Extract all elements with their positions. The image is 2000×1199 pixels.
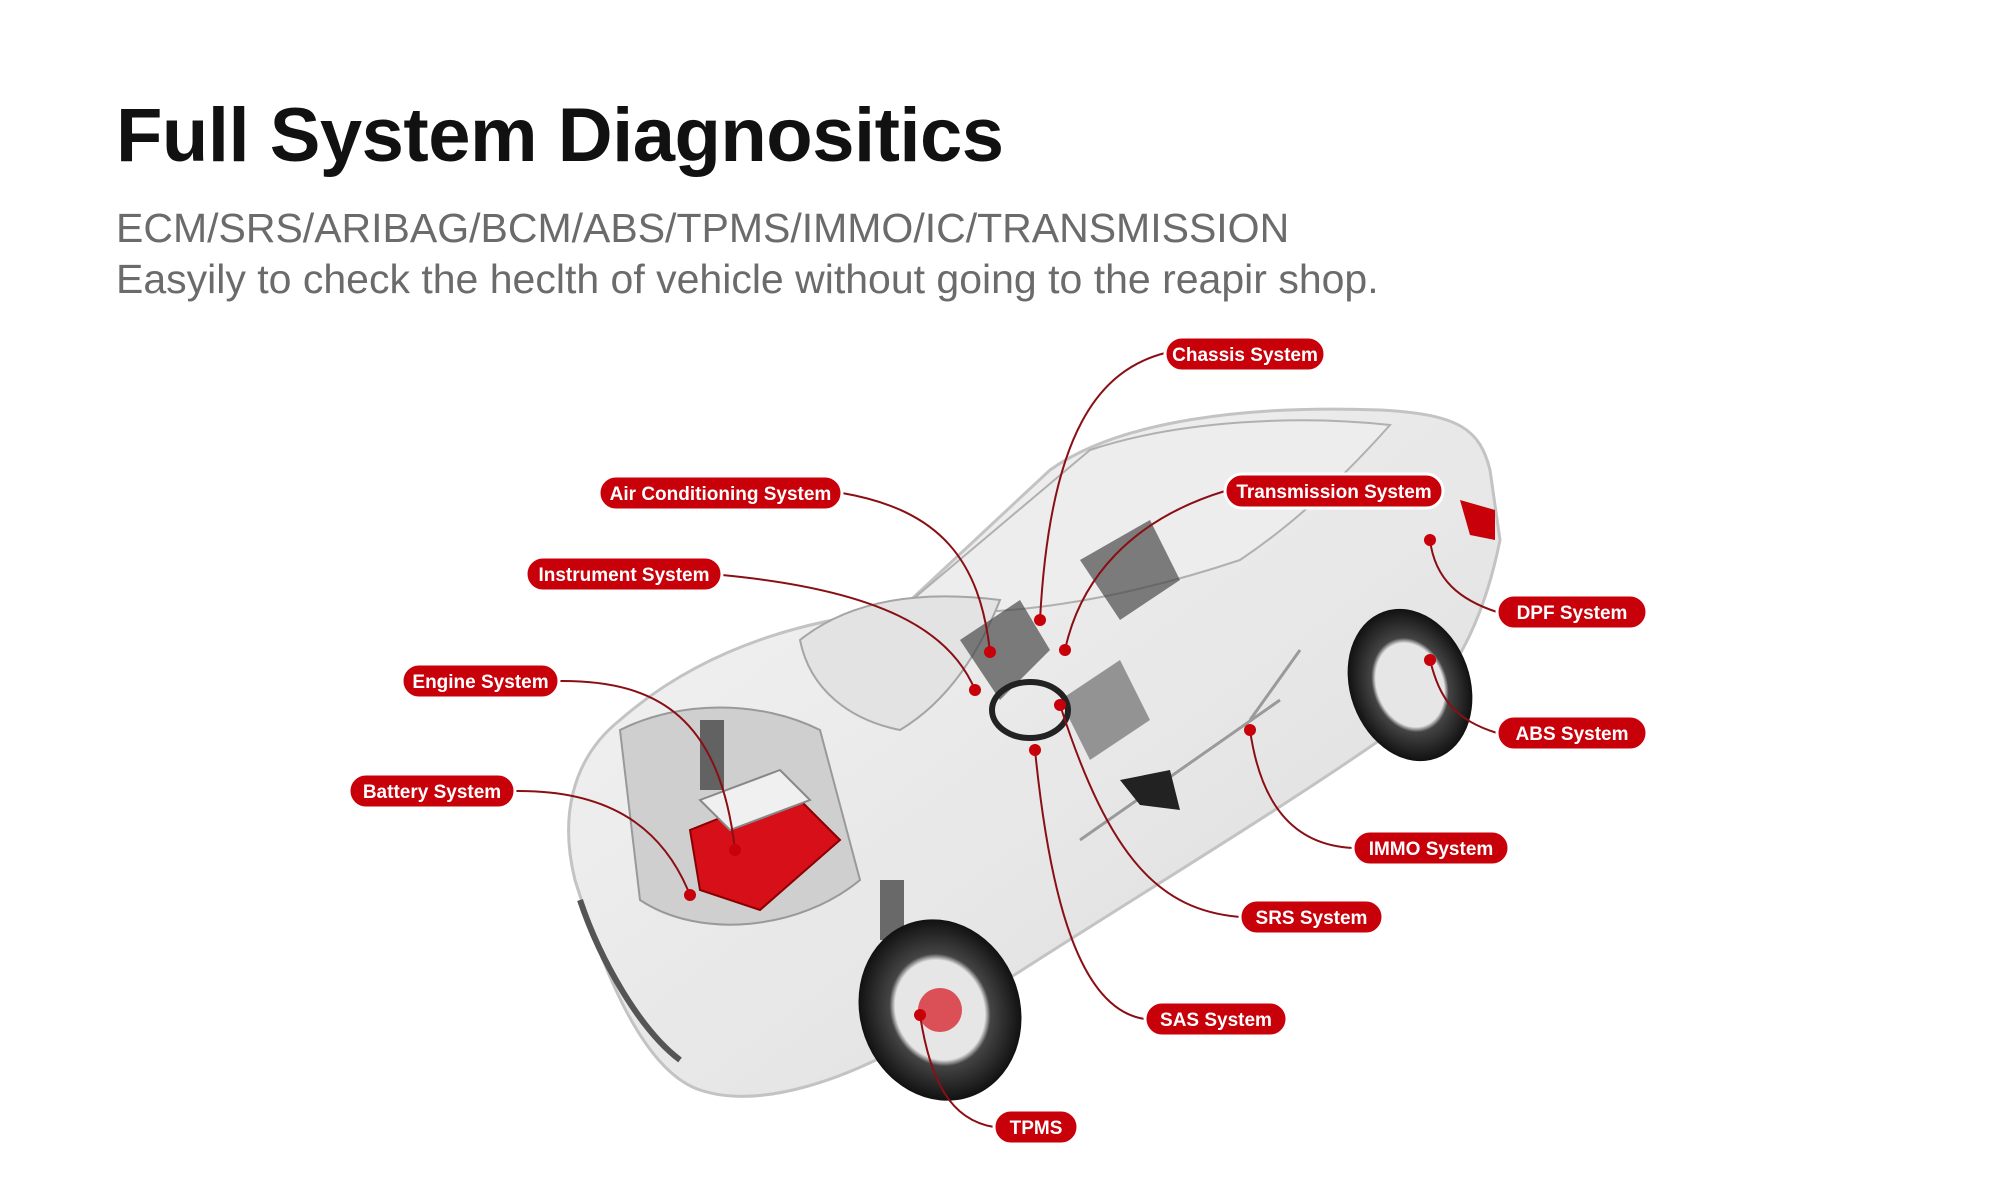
leader-instrument xyxy=(721,574,976,691)
leader-abs xyxy=(1429,659,1498,734)
subtitle-description: Easyily to check the heclth of vehicle w… xyxy=(116,256,1379,302)
label-chassis-text: Chassis System xyxy=(1172,345,1318,366)
label-instrument: Instrument System xyxy=(524,555,724,593)
label-sas: SAS System xyxy=(1143,1000,1289,1038)
dot-dpf xyxy=(1424,534,1436,546)
label-battery: Battery System xyxy=(347,772,517,810)
leader-engine xyxy=(558,679,736,851)
leader-dpf xyxy=(1429,539,1498,613)
subtitle-modules: ECM/SRS/ARIBAG/BCM/ABS/TPMS/IMMO/IC/TRAN… xyxy=(116,205,1290,251)
leader-sas xyxy=(1034,749,1146,1020)
car-cutaway-icon xyxy=(567,407,1502,1101)
label-transmission: Transmission System xyxy=(1223,472,1445,510)
label-immo: IMMO System xyxy=(1351,829,1511,867)
label-immo-text: IMMO System xyxy=(1369,839,1494,860)
label-chassis: Chassis System xyxy=(1163,335,1327,373)
leader-battery xyxy=(514,789,691,896)
leader-air-conditioning xyxy=(841,492,991,653)
dot-chassis xyxy=(1034,614,1046,626)
label-engine: Engine System xyxy=(400,662,561,700)
leader-tpms xyxy=(919,1014,995,1128)
label-engine-text: Engine System xyxy=(412,672,548,693)
label-air-conditioning-text: Air Conditioning System xyxy=(610,484,832,505)
label-dpf-text: DPF System xyxy=(1517,603,1628,624)
label-tpms-text: TPMS xyxy=(1010,1118,1063,1139)
dot-air-conditioning xyxy=(984,646,996,658)
leader-lines xyxy=(514,352,1498,1128)
dot-tpms xyxy=(914,1009,926,1021)
dot-immo xyxy=(1244,724,1256,736)
label-srs: SRS System xyxy=(1238,898,1385,936)
leader-immo xyxy=(1249,729,1354,849)
leader-chassis xyxy=(1039,352,1166,621)
dot-battery xyxy=(684,889,696,901)
dot-sas xyxy=(1029,744,1041,756)
dot-instrument xyxy=(969,684,981,696)
label-tpms: TPMS xyxy=(992,1108,1080,1146)
label-transmission-text: Transmission System xyxy=(1236,482,1431,503)
leader-srs xyxy=(1059,704,1241,918)
label-instrument-text: Instrument System xyxy=(538,565,709,586)
leader-transmission xyxy=(1064,490,1226,651)
label-dpf: DPF System xyxy=(1495,593,1649,631)
dot-srs xyxy=(1054,699,1066,711)
dot-engine xyxy=(729,844,741,856)
label-air-conditioning: Air Conditioning System xyxy=(597,474,844,512)
label-srs-text: SRS System xyxy=(1256,908,1368,929)
page-title: Full System Diagnositics xyxy=(116,93,1004,178)
dot-transmission xyxy=(1059,644,1071,656)
label-abs: ABS System xyxy=(1495,714,1649,752)
label-sas-text: SAS System xyxy=(1160,1010,1272,1031)
dot-abs xyxy=(1424,654,1436,666)
label-abs-text: ABS System xyxy=(1516,724,1629,745)
label-battery-text: Battery System xyxy=(363,782,501,803)
leader-dots xyxy=(684,534,1436,1021)
